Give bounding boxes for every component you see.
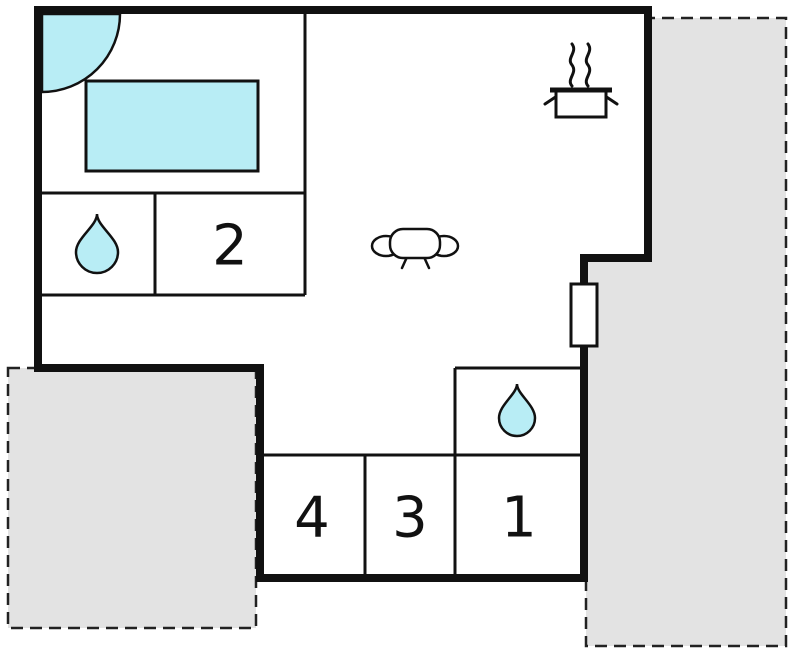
door-swing-arc-icon [40,12,122,94]
room-1-label: 1 [501,486,537,551]
water-drop-icon-right [497,383,537,438]
room-4-label: 4 [294,486,330,551]
interior-walls [38,10,584,578]
pot-body [554,88,608,119]
terrace-left [6,366,258,630]
cooking-pot-icon [543,42,619,119]
door-icon [569,282,599,348]
sofa-icon [370,227,460,270]
room-2-label: 2 [212,214,248,279]
steam-line-right [584,42,592,88]
room-3-label: 3 [392,486,428,551]
steam-line-left [568,42,576,88]
bed-icon [84,79,260,173]
sofa-body [388,227,442,260]
water-drop-icon-left [74,213,120,275]
